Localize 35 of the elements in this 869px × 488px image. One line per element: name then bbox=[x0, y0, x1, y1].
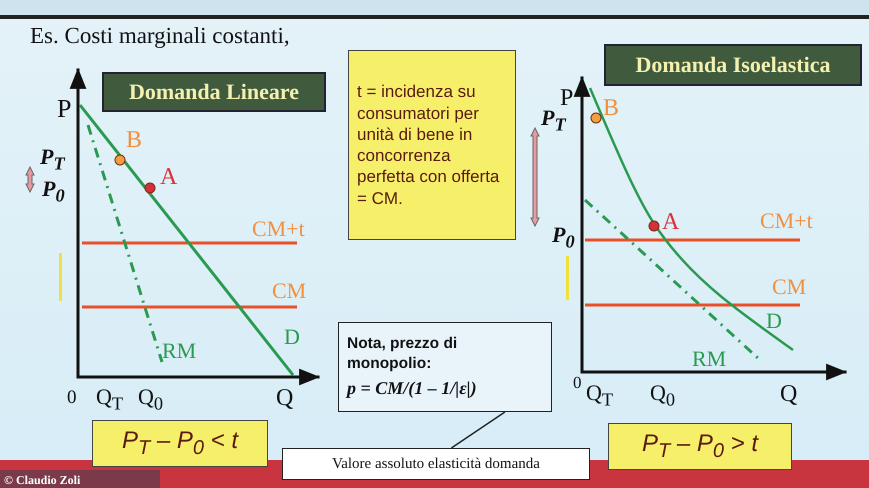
title-banner: Domanda Isoelastica bbox=[604, 44, 862, 86]
curve-label: CM+t bbox=[252, 218, 305, 240]
callout-box: Valore assoluto elasticità domanda bbox=[282, 448, 590, 480]
curve-label: CM bbox=[272, 280, 306, 302]
curve-label: RM bbox=[692, 348, 726, 370]
curve-label: CM+t bbox=[760, 210, 813, 232]
axis-label: Q bbox=[276, 386, 294, 410]
copyright-text: © Claudio Zoli bbox=[4, 474, 80, 486]
axis-label: Q$_{T}$ bbox=[586, 382, 614, 409]
point-label: A bbox=[662, 210, 680, 234]
formula-box: P$_{T}$ – P$_{0}$ < t bbox=[92, 420, 268, 467]
formula-box: P$_{T}$ – P$_{0}$ > t bbox=[608, 423, 792, 470]
note-box: t = incidenza su consumatori per unità di bene in concorrenza perfetta con offerta = CM. bbox=[348, 50, 516, 240]
price-label: P$_{T}$ bbox=[541, 107, 566, 134]
curve-label: RM bbox=[162, 340, 196, 362]
curve-label: D bbox=[284, 326, 300, 348]
axis-label: 0 bbox=[67, 388, 76, 407]
point-label: A bbox=[160, 165, 178, 189]
axis-label: Q$_{0}$ bbox=[650, 382, 676, 409]
price-label: P$_{0}$ bbox=[42, 178, 65, 205]
axis-label: Q$_{T}$ bbox=[96, 386, 124, 413]
point-label: B bbox=[603, 96, 620, 120]
axis-label: 0 bbox=[573, 374, 582, 391]
point-label: B bbox=[126, 128, 142, 152]
curve-label: D bbox=[766, 310, 782, 332]
note-box: Nota, prezzo di monopolio: p = CM/(1 – 1/|ε|) bbox=[338, 322, 552, 412]
price-label: P$_{0}$ bbox=[552, 224, 575, 251]
price-label: P$_{T}$ bbox=[40, 146, 65, 173]
title: Es. Costi marginali costanti, bbox=[30, 24, 290, 47]
axis-label: P bbox=[57, 96, 72, 122]
axis-label: P bbox=[560, 86, 574, 110]
axis-label: Q$_{0}$ bbox=[138, 386, 164, 413]
curve-label: CM bbox=[772, 276, 806, 298]
axis-label: Q bbox=[780, 382, 798, 406]
title-banner: Domanda Lineare bbox=[102, 72, 326, 112]
